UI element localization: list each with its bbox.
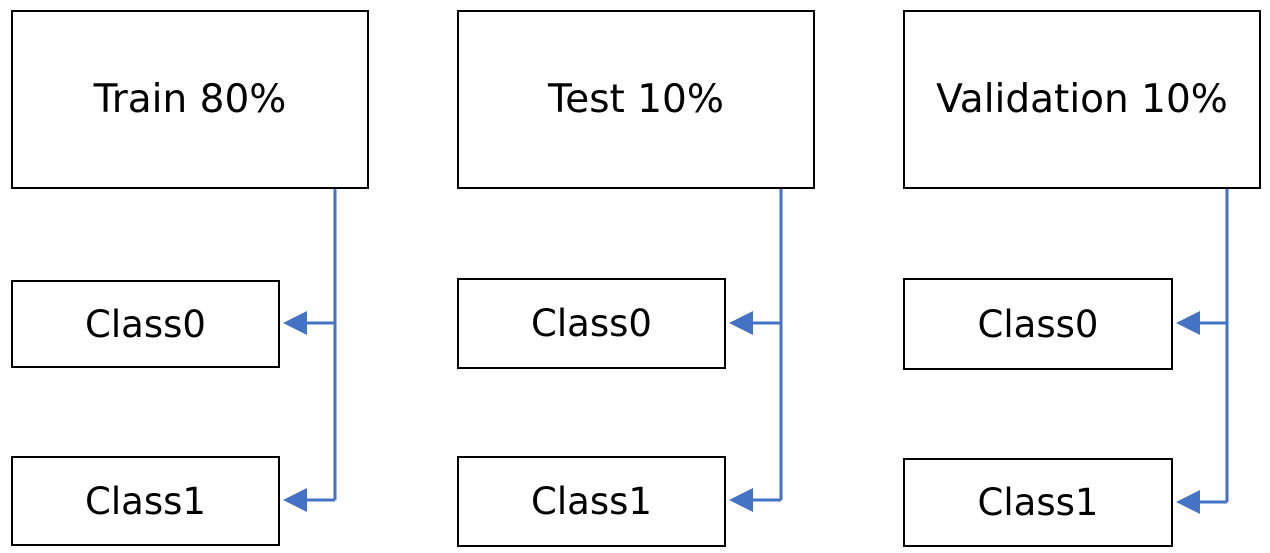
test-split-box: Test 10%: [457, 10, 815, 189]
test-class0-label: Class0: [531, 302, 652, 345]
train-split-box: Train 80%: [11, 10, 369, 189]
validation-class1-label: Class1: [977, 481, 1099, 524]
validation-class0-box: Class0: [903, 278, 1173, 370]
train-class0-box: Class0: [11, 280, 280, 368]
test-class1-box: Class1: [457, 456, 726, 547]
validation-class0-label: Class0: [977, 302, 1099, 346]
test-class1-label: Class1: [531, 480, 652, 523]
validation-split-box: Validation 10%: [903, 10, 1261, 189]
validation-class1-box: Class1: [903, 458, 1173, 547]
validation-split-label: Validation 10%: [936, 77, 1228, 122]
train-class0-label: Class0: [85, 302, 206, 346]
train-class1-label: Class1: [85, 479, 206, 523]
train-split-label: Train 80%: [93, 77, 287, 122]
test-class0-box: Class0: [457, 278, 726, 369]
test-split-label: Test 10%: [548, 77, 724, 122]
train-class1-box: Class1: [11, 456, 280, 546]
